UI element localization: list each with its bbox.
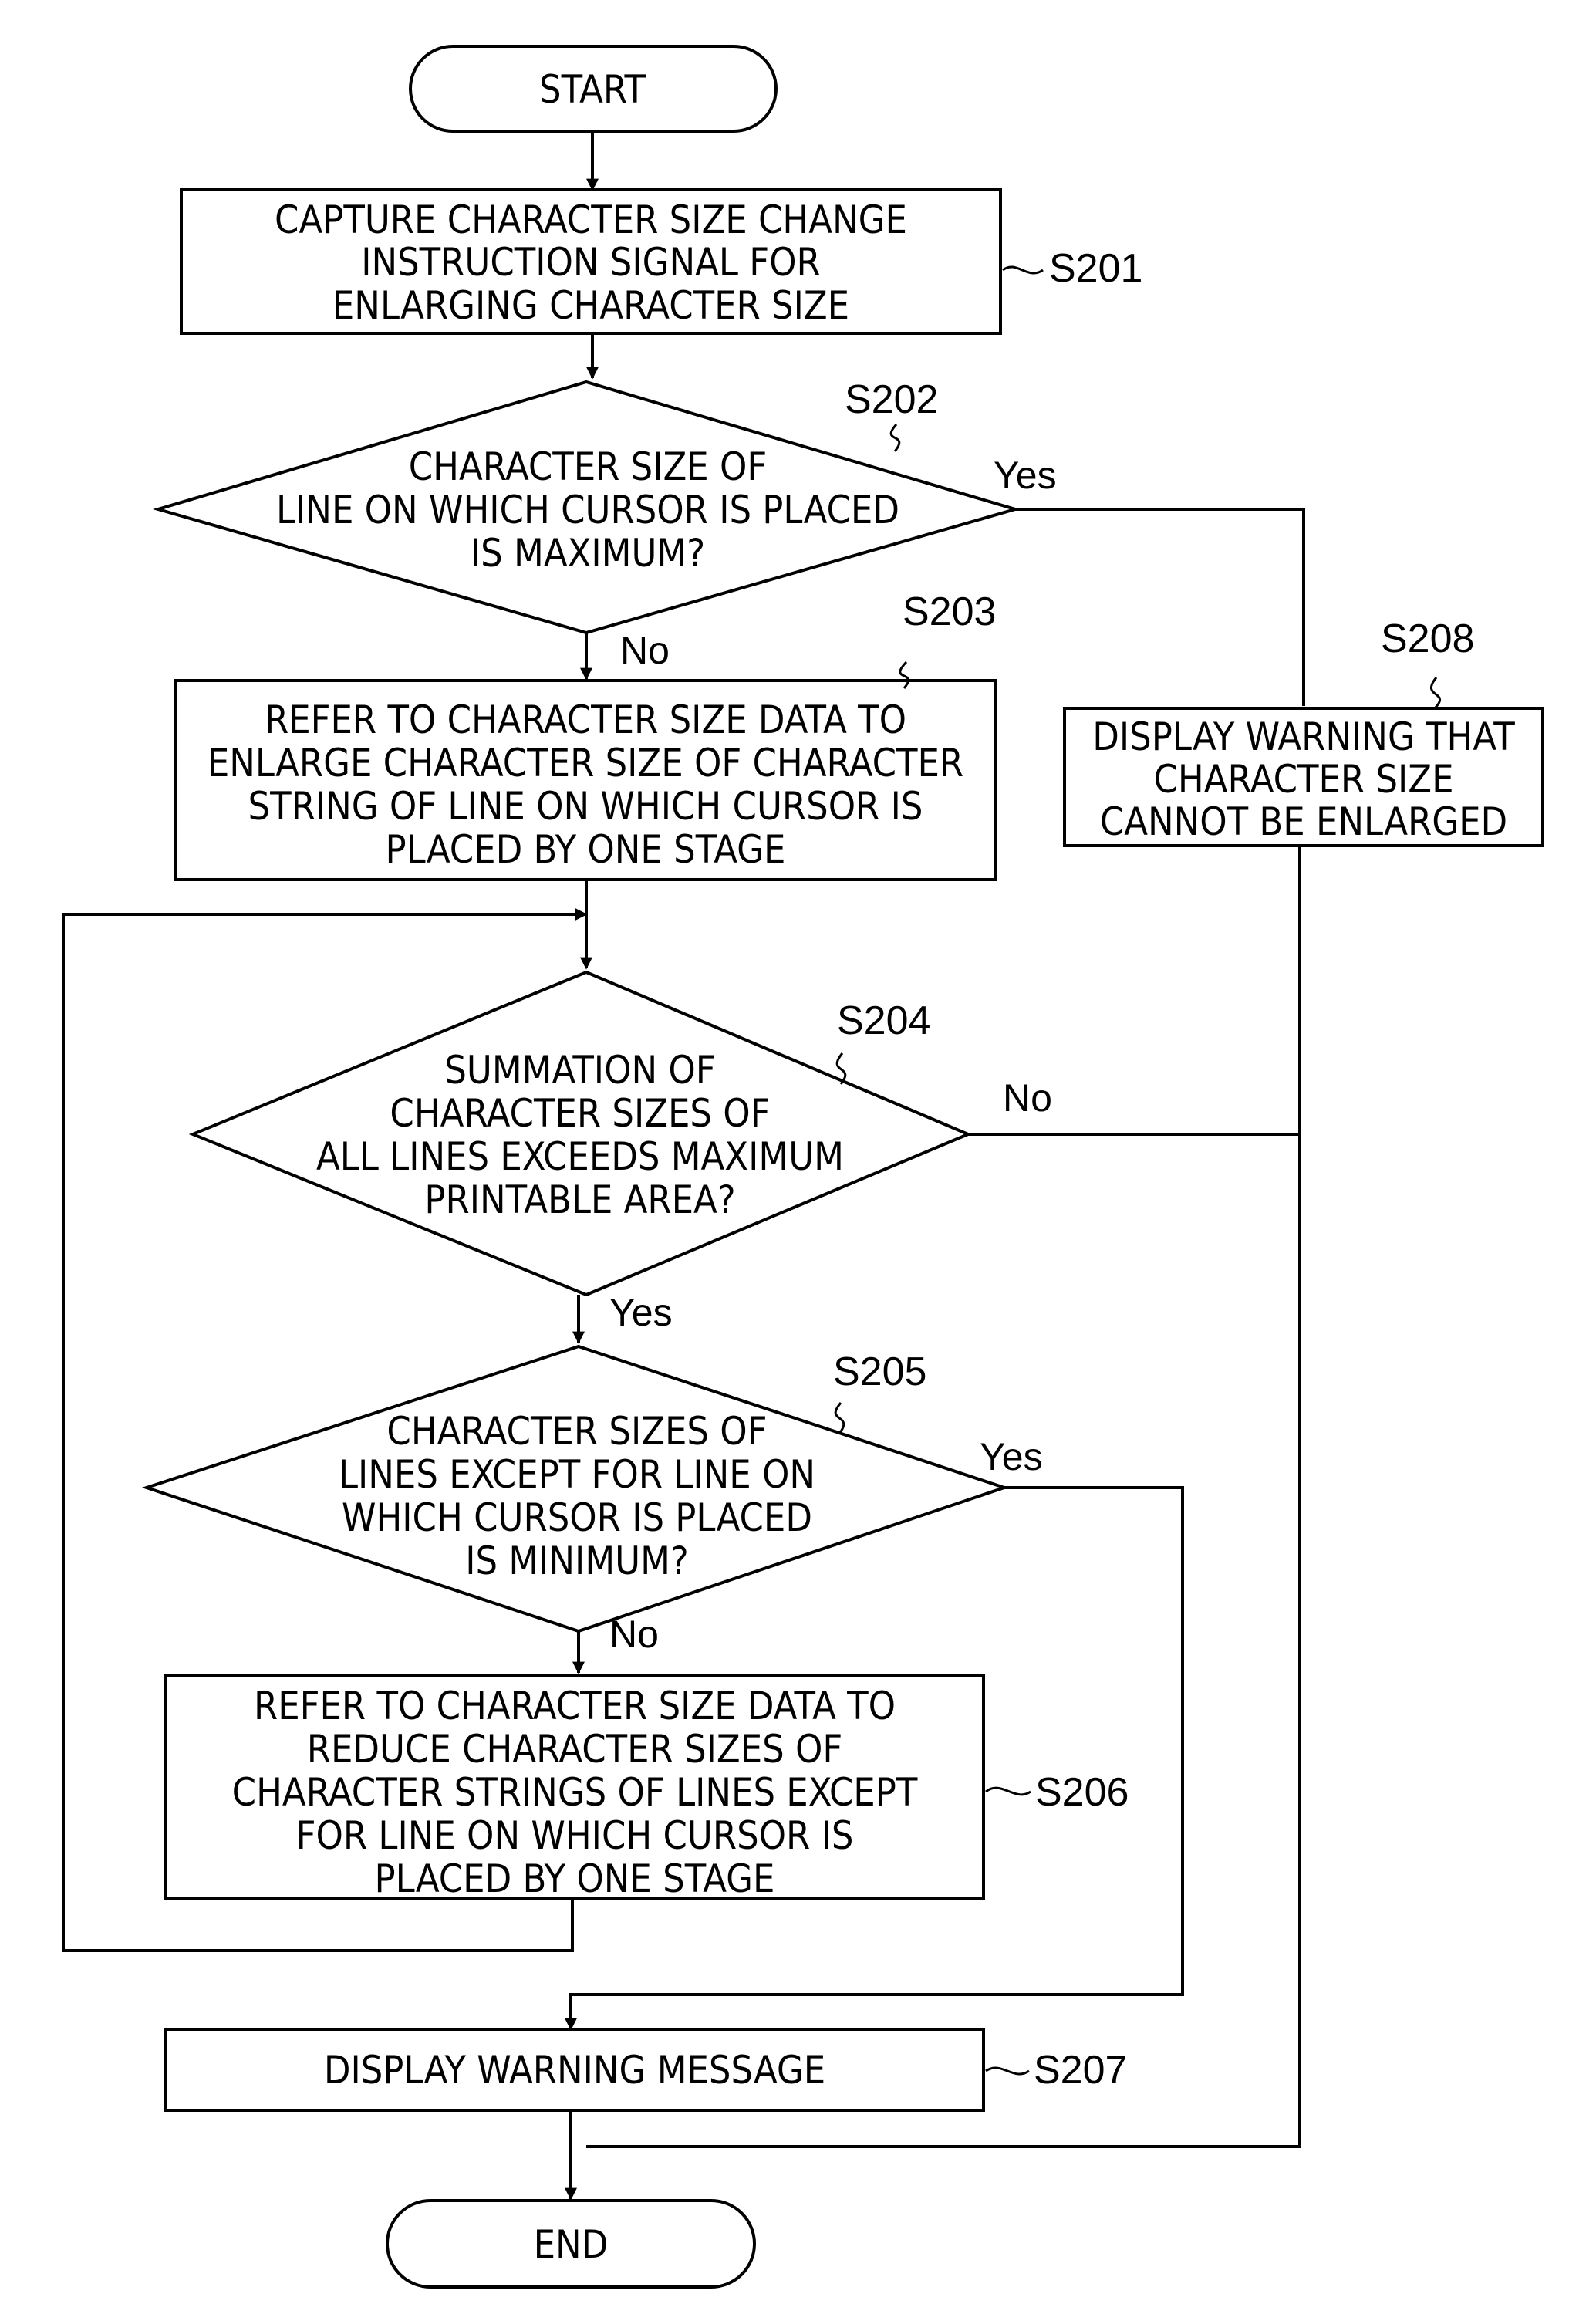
ref-s208: S208 [1381, 617, 1474, 661]
s205-line: LINES EXCEPT FOR LINE ON [339, 1452, 815, 1497]
s202-line: LINE ON WHICH CURSOR IS PLACED [276, 488, 899, 532]
label-s204-yes: Yes [609, 1291, 673, 1334]
leader-s202 [891, 424, 899, 451]
leader-s206 [986, 1788, 1031, 1795]
s201-text: CAPTURE CHARACTER SIZE CHANGE INSTRUCTIO… [275, 198, 907, 328]
s203-line: STRING OF LINE ON WHICH CURSOR IS [248, 784, 923, 829]
end-label: END [534, 2222, 609, 2267]
s202-line: CHARACTER SIZE OF [409, 444, 768, 489]
start-label: START [539, 67, 646, 112]
s203-line: PLACED BY ONE STAGE [386, 827, 786, 872]
ref-s206: S206 [1035, 1770, 1129, 1815]
s204-line: SUMMATION OF [444, 1048, 715, 1093]
s204-line: PRINTABLE AREA? [424, 1177, 735, 1222]
s201-line: INSTRUCTION SIGNAL FOR [361, 240, 821, 285]
s208-line: CANNOT BE ENLARGED [1100, 799, 1507, 844]
ref-s207: S207 [1034, 2048, 1127, 2093]
ref-s201: S201 [1049, 246, 1142, 291]
s206-line: REFER TO CHARACTER SIZE DATA TO [254, 1684, 896, 1728]
s204-line: CHARACTER SIZES OF [390, 1091, 770, 1136]
s205-line: WHICH CURSOR IS PLACED [342, 1495, 812, 1540]
s206-line: REDUCE CHARACTER SIZES OF [307, 1727, 843, 1772]
s201-line: ENLARGING CHARACTER SIZE [332, 283, 849, 328]
s208-text: DISPLAY WARNING THAT CHARACTER SIZE CANN… [1092, 714, 1515, 844]
s202-line: IS MAXIMUM? [471, 531, 705, 576]
s206-line: PLACED BY ONE STAGE [375, 1856, 775, 1901]
ref-s205: S205 [833, 1350, 926, 1394]
s207-label: DISPLAY WARNING MESSAGE [324, 2048, 825, 2093]
leader-s201 [1003, 267, 1043, 273]
leader-s207 [986, 2068, 1029, 2074]
leader-s208 [1431, 677, 1439, 708]
s203-line: REFER TO CHARACTER SIZE DATA TO [265, 698, 906, 742]
ref-s204: S204 [837, 998, 930, 1043]
s206-line: FOR LINE ON WHICH CURSOR IS [296, 1813, 854, 1858]
label-s205-no: No [609, 1613, 659, 1656]
s204-line: ALL LINES EXCEEDS MAXIMUM [316, 1134, 844, 1179]
edge-s202-s208-yes [1015, 509, 1304, 706]
s205-line: IS MINIMUM? [465, 1539, 689, 1583]
s208-line: DISPLAY WARNING THAT [1092, 714, 1515, 759]
label-s202-yes: Yes [994, 454, 1057, 497]
s201-line: CAPTURE CHARACTER SIZE CHANGE [275, 198, 907, 242]
s205-line: CHARACTER SIZES OF [386, 1409, 767, 1454]
s203-line: ENLARGE CHARACTER SIZE OF CHARACTER [208, 741, 963, 785]
leader-s205 [835, 1403, 844, 1434]
label-s204-no: No [1003, 1076, 1052, 1120]
ref-s203: S203 [903, 589, 996, 634]
label-s202-no: No [620, 629, 670, 672]
ref-s202: S202 [845, 377, 938, 422]
label-s205-yes: Yes [980, 1435, 1043, 1478]
s206-line: CHARACTER STRINGS OF LINES EXCEPT [232, 1770, 918, 1815]
s208-line: CHARACTER SIZE [1153, 757, 1453, 802]
